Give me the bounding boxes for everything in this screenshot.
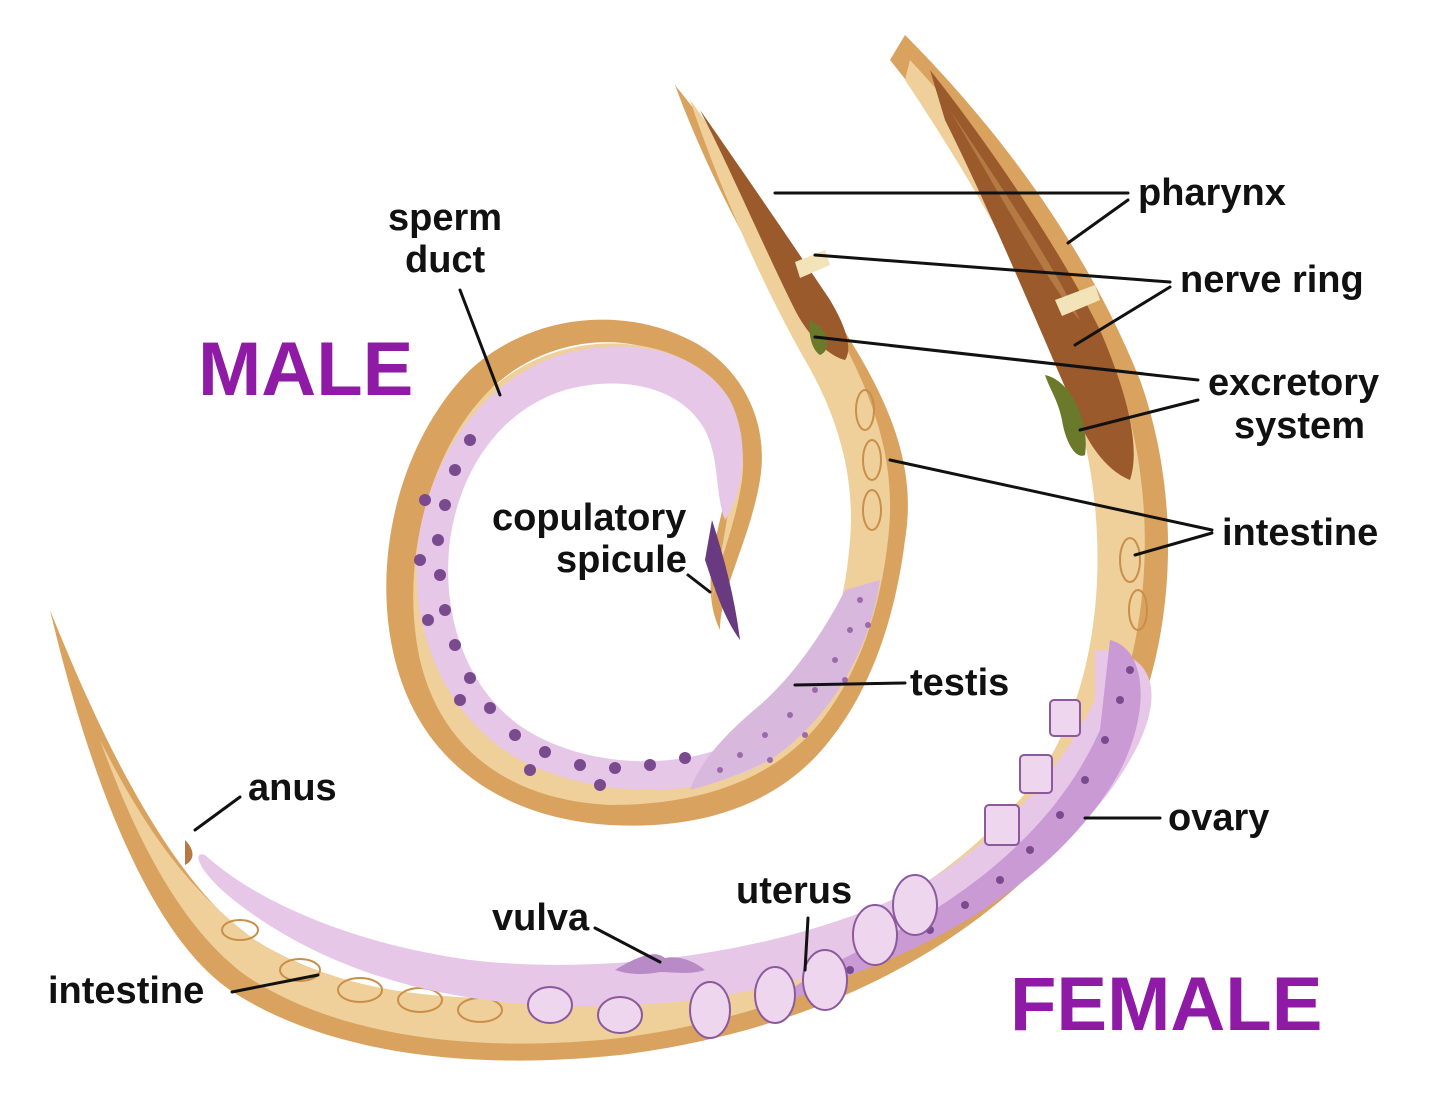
female-pharynx [930, 70, 1134, 480]
female-nerve-ring [1055, 285, 1100, 316]
label-sperm-duct-line2: duct [405, 239, 486, 281]
leader-nerve-ring-male [813, 253, 1172, 284]
label-nerve-ring: nerve ring [1180, 259, 1364, 301]
label-testis: testis [910, 662, 1009, 704]
male-intestine-cells [855, 389, 882, 531]
leader-excretory-female [1078, 398, 1200, 432]
label-uterus: uterus [736, 870, 852, 912]
label-intestine-left: intestine [48, 970, 204, 1012]
male-testis [690, 580, 880, 790]
label-sperm-duct-line1: sperm [388, 197, 502, 239]
leader-sperm-duct [458, 288, 502, 397]
leader-copulatory-spicule [686, 573, 712, 594]
female-vulva [615, 954, 705, 975]
male-worm [386, 85, 908, 826]
female-ovary [770, 640, 1141, 1005]
label-intestine-right: intestine [1222, 512, 1378, 554]
label-anus: anus [248, 767, 337, 809]
leader-testis [793, 681, 907, 687]
leader-uterus [803, 916, 810, 972]
leader-excretory-male [813, 335, 1200, 382]
female-pharynx-highlight [950, 110, 1080, 320]
female-worm [50, 35, 1169, 1061]
leader-pharynx-female [1066, 198, 1130, 245]
male-label: MALE [198, 327, 413, 412]
leader-anus [193, 795, 242, 832]
label-pharynx: pharynx [1138, 172, 1286, 214]
female-eggs [527, 699, 1081, 1039]
label-excretory-line1: excretory [1208, 362, 1379, 404]
female-label: FEMALE [1010, 962, 1322, 1047]
male-testis-stipple [717, 597, 871, 773]
male-copulatory-spicule [705, 520, 740, 640]
male-pharynx [700, 110, 849, 360]
label-copulatory-line1: copulatory [492, 497, 686, 539]
label-copulatory-line2: spicule [556, 539, 687, 581]
male-body-fill [413, 100, 891, 805]
leader-intestine-male [888, 458, 1214, 532]
female-excretory-system [1045, 375, 1086, 456]
male-nerve-ring [795, 250, 830, 278]
leader-vulva [593, 926, 662, 964]
leader-intestine-female [1133, 531, 1214, 557]
label-ovary: ovary [1168, 797, 1269, 839]
male-sperm-cells [414, 434, 691, 791]
label-vulva: vulva [492, 897, 590, 939]
label-excretory-line2: system [1234, 405, 1365, 447]
leader-nerve-ring-female [1073, 285, 1172, 347]
female-anus [185, 840, 193, 865]
leader-lines [193, 191, 1214, 994]
leader-intestine-female-tail [230, 973, 320, 994]
labels: MALE FEMALE sperm duct copulatory spicul… [48, 172, 1379, 1047]
